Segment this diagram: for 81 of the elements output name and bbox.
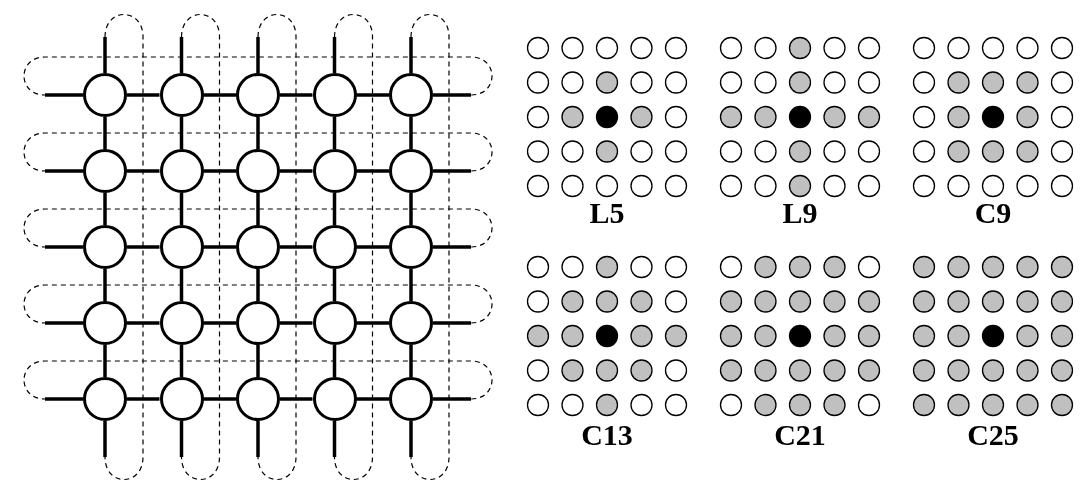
- processor-node: [83, 149, 127, 193]
- pattern-label: C21: [774, 420, 826, 450]
- wraparound-link: [333, 13, 374, 481]
- grid-link: [256, 117, 260, 149]
- processor-node: [389, 73, 433, 117]
- processor-node: [312, 377, 357, 421]
- grid-link: [127, 245, 160, 249]
- grid-link: [103, 117, 107, 149]
- processor-node: [389, 301, 433, 345]
- grid-link: [280, 245, 313, 249]
- processor-node: [236, 225, 280, 269]
- grid-link: [256, 269, 260, 301]
- grid-link: [179, 193, 184, 225]
- grid-link: [179, 345, 184, 377]
- grid-link: [256, 193, 260, 225]
- processor-node: [159, 377, 204, 421]
- grid-link: [103, 345, 107, 377]
- wraparound-link: [104, 13, 144, 481]
- processor-node: [236, 377, 280, 421]
- grid-link: [332, 269, 337, 301]
- processor-node: [312, 149, 357, 193]
- wraparound-link: [410, 13, 450, 481]
- pattern-label: L9: [782, 198, 818, 228]
- wraparound-link: [23, 132, 493, 172]
- pattern-label: C13: [581, 420, 633, 450]
- processor-node: [389, 377, 433, 421]
- wraparound-link: [23, 208, 493, 248]
- grid-link: [203, 169, 236, 173]
- grid-link: [280, 321, 313, 325]
- grid-link: [409, 117, 413, 149]
- wraparound-link: [257, 13, 297, 481]
- grid-link: [127, 169, 160, 173]
- wraparound-link: [23, 56, 493, 96]
- processor-node: [312, 225, 357, 269]
- grid-link: [203, 245, 236, 249]
- pattern-label: C9: [974, 198, 1012, 228]
- processor-node: [83, 225, 127, 269]
- wraparound-link: [23, 360, 493, 400]
- wraparound-link: [180, 13, 221, 481]
- processor-node: [83, 73, 127, 117]
- grid-link: [127, 397, 160, 401]
- grid-link: [179, 117, 184, 149]
- grid-link: [409, 193, 413, 225]
- grid-link: [203, 93, 236, 97]
- processor-node: [312, 73, 357, 117]
- grid-link: [356, 93, 389, 97]
- grid-link: [409, 345, 413, 377]
- pattern-label: L5: [589, 198, 625, 228]
- grid-link: [332, 117, 337, 149]
- grid-link: [179, 269, 184, 301]
- grid-link: [127, 93, 160, 97]
- grid-link: [203, 397, 236, 401]
- processor-node: [389, 225, 433, 269]
- processor-node: [83, 377, 127, 421]
- grid-link: [332, 345, 337, 377]
- pattern-label: C25: [967, 420, 1019, 450]
- grid-link: [356, 169, 389, 173]
- processor-node: [312, 301, 357, 345]
- wraparound-link: [23, 284, 493, 324]
- processor-node: [83, 301, 127, 345]
- grid-link: [280, 169, 313, 173]
- grid-link: [203, 321, 236, 325]
- processor-node: [159, 73, 204, 117]
- processor-node: [159, 225, 204, 269]
- processor-node: [236, 149, 280, 193]
- grid-link: [356, 397, 389, 401]
- grid-link: [256, 345, 260, 377]
- processor-node: [236, 301, 280, 345]
- processor-node: [389, 149, 433, 193]
- grid-link: [356, 321, 389, 325]
- grid-link: [409, 269, 413, 301]
- grid-link: [103, 193, 107, 225]
- grid-link: [280, 93, 313, 97]
- processor-node: [159, 301, 204, 345]
- grid-link: [280, 397, 313, 401]
- grid-link: [356, 245, 389, 249]
- grid-link: [332, 193, 337, 225]
- grid-link: [103, 269, 107, 301]
- processor-node: [159, 149, 204, 193]
- grid-link: [127, 321, 160, 325]
- processor-node: [236, 73, 280, 117]
